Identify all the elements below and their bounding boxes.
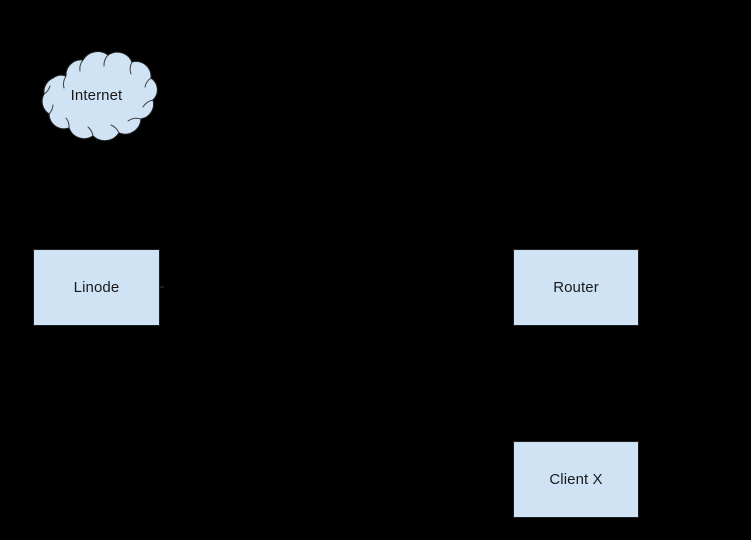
edge-router-to-client-x <box>576 326 577 441</box>
node-client-x-label: Client X <box>549 471 603 488</box>
node-client-x[interactable]: Client X <box>513 441 639 518</box>
node-linode-label: Linode <box>73 279 120 296</box>
edge-internet-to-linode <box>95 140 96 249</box>
linode-connector-stub <box>160 286 164 288</box>
node-router[interactable]: Router <box>513 249 639 326</box>
cloud-icon <box>41 51 158 142</box>
node-internet[interactable]: Internet <box>33 50 160 142</box>
node-linode[interactable]: Linode <box>33 249 160 326</box>
edge-linode-to-router <box>160 287 513 288</box>
node-router-label: Router <box>553 279 599 296</box>
